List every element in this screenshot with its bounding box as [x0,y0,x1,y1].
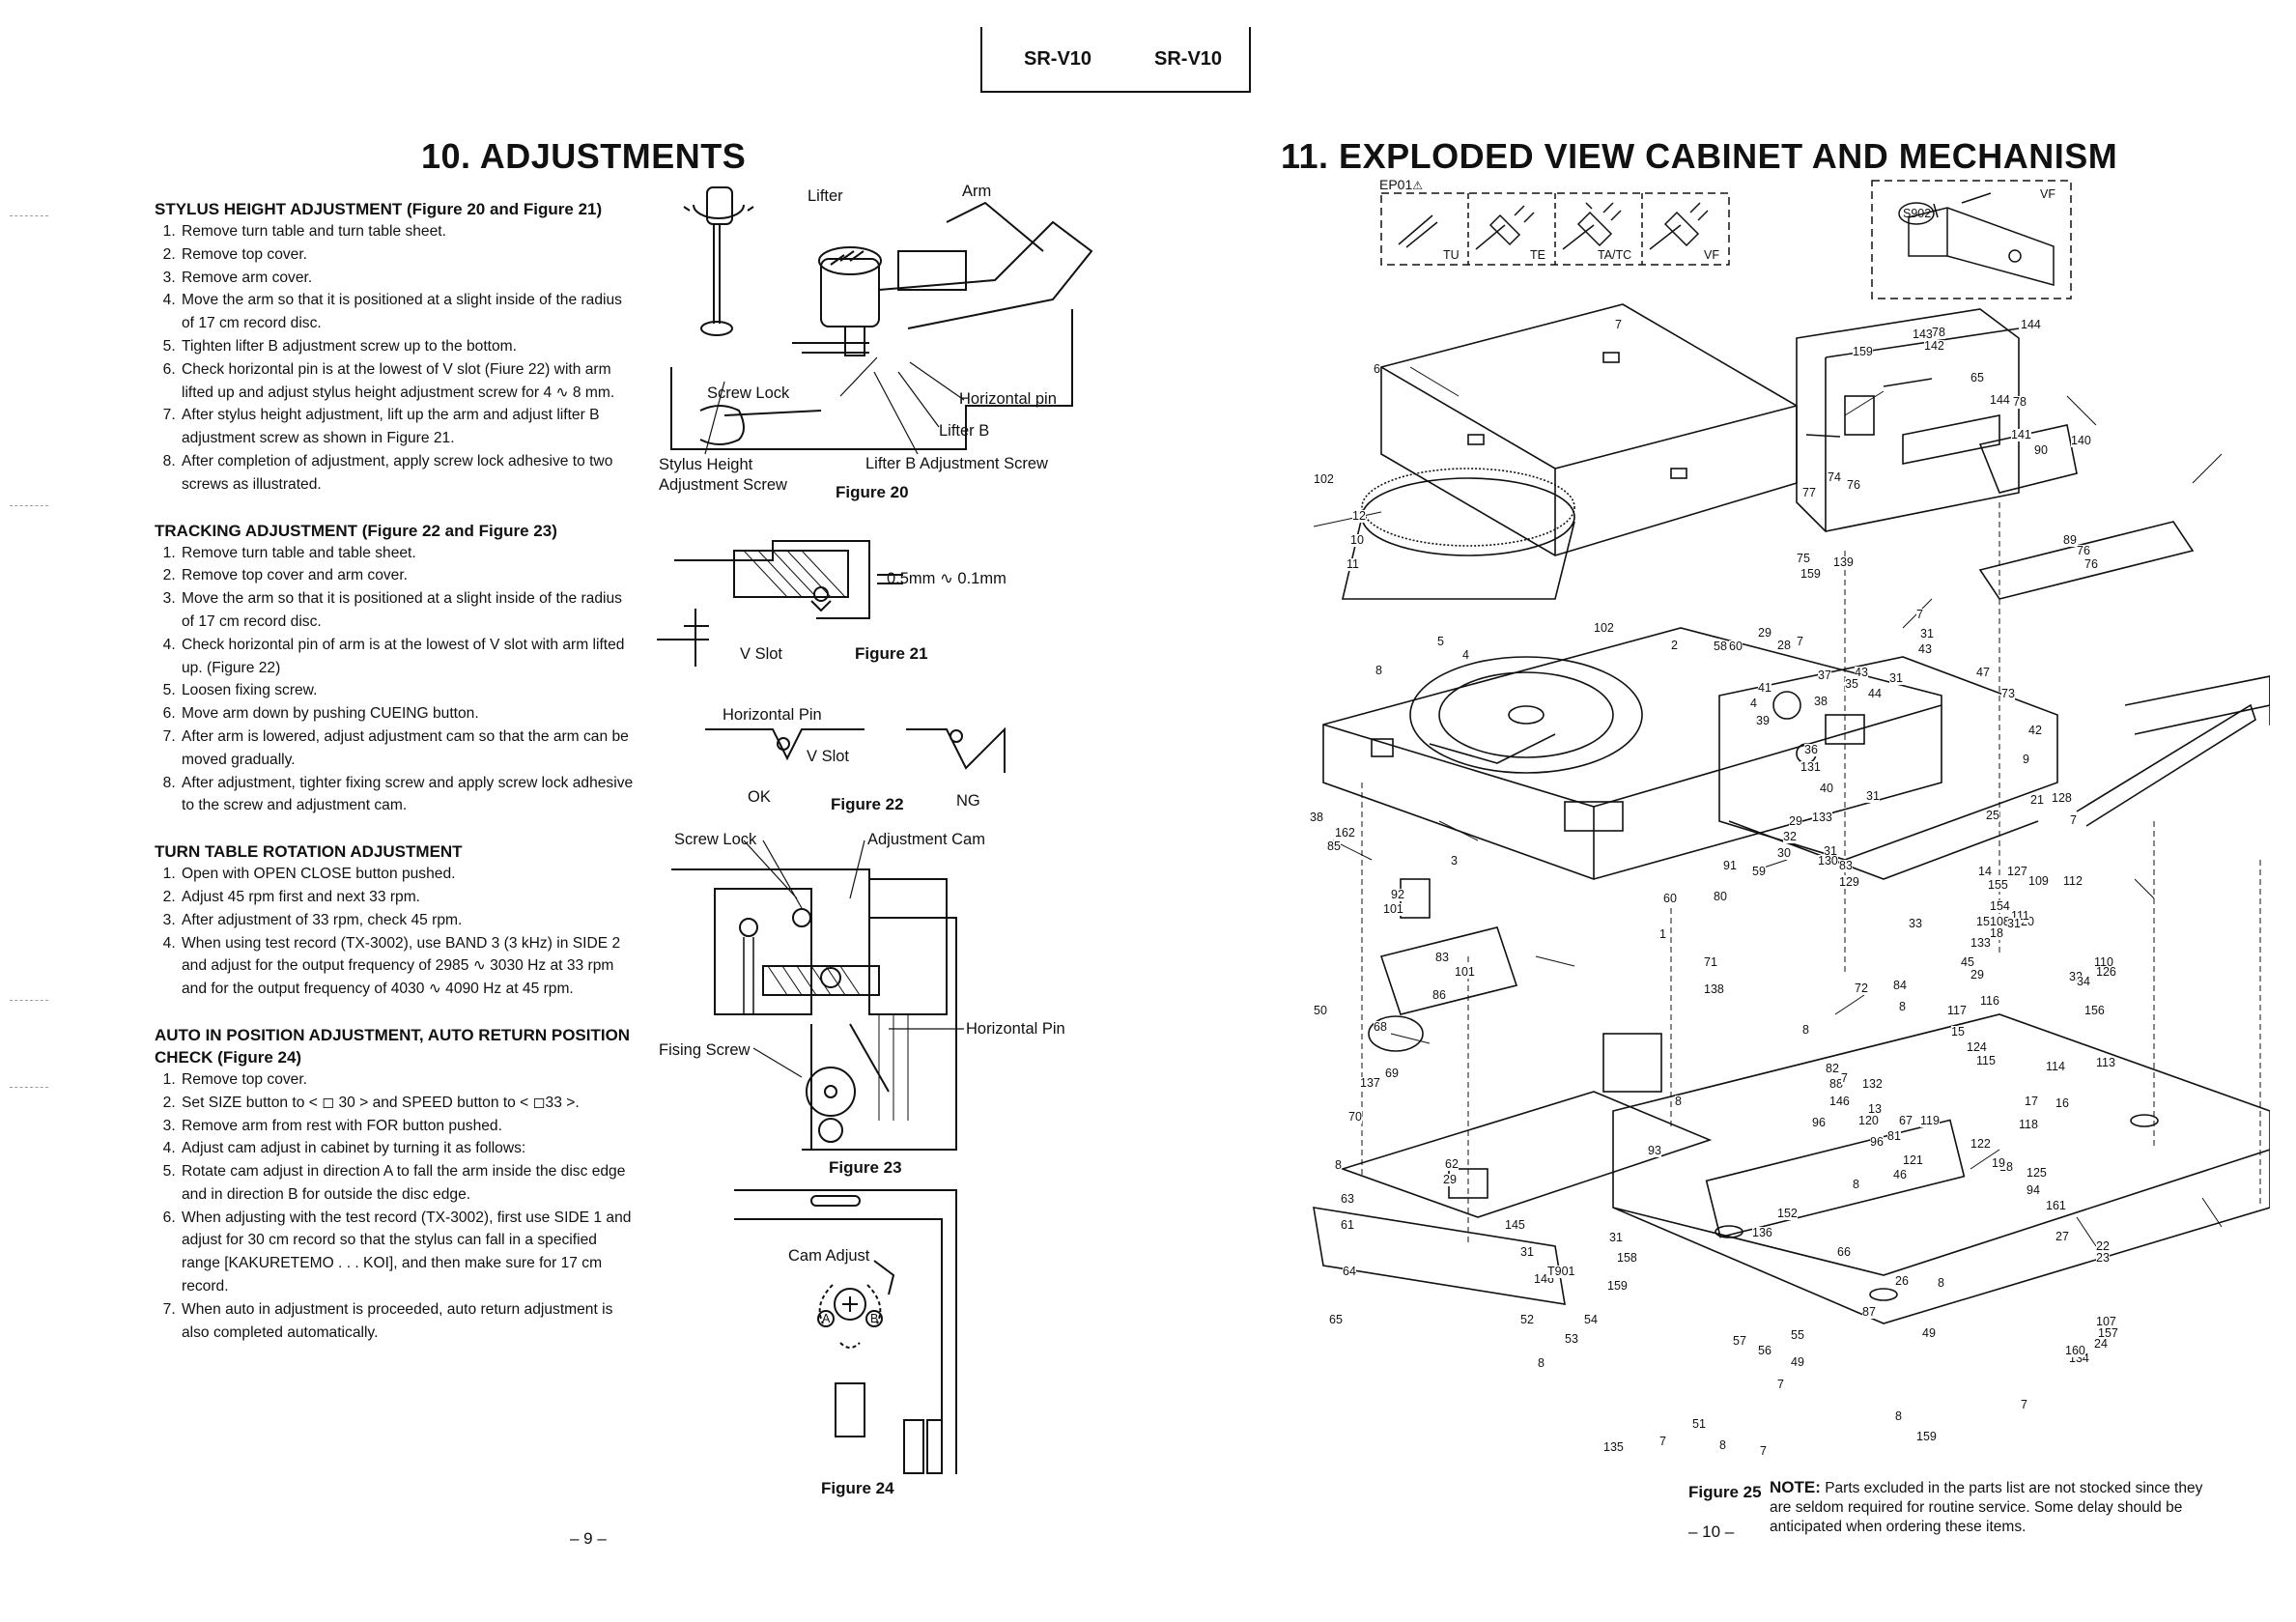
step-item: Tighten lifter B adjustment screw up to … [180,335,636,358]
auto-position-steps: Remove top cover. Set SIZE button to < ◻… [155,1068,636,1345]
svg-text:Adjustment Screw: Adjustment Screw [659,476,787,494]
adjustments-title: 10. ADJUSTMENTS [421,136,747,176]
step-item: Check horizontal pin is at the lowest of… [180,358,636,405]
mechanism-plate [1718,656,2058,880]
svg-text:Screw Lock: Screw Lock [674,831,757,848]
exploded-view-diagram [1313,303,2270,1324]
svg-text:Lifter: Lifter [808,187,843,205]
svg-text:Figure 22: Figure 22 [831,795,904,813]
header-model-right: SR-V10 [1154,48,1223,70]
svg-text:Arm: Arm [962,183,991,200]
header-model-left: SR-V10 [1024,48,1092,70]
page-number-left: – 9 – [570,1529,607,1548]
inset-tag: EP01⚠ [1379,177,1424,192]
step-item: Move arm down by pushing CUEING button. [180,702,636,726]
svg-text:Adjustment Cam: Adjustment Cam [867,831,985,848]
figure-23-drawing [671,868,957,1151]
section-heading: STYLUS HEIGHT ADJUSTMENT (Figure 20 and … [155,200,603,218]
svg-text:S902: S902 [1903,207,1931,220]
figure-22-drawing [705,726,1006,773]
svg-text:TE: TE [1530,248,1545,262]
lower-left-assembly [1313,878,1713,1305]
svg-text:TA/TC: TA/TC [1598,248,1631,262]
platter [1341,468,1575,600]
step-item: When adjusting with the test record (TX-… [180,1207,636,1298]
step-item: Loosen fixing screw. [180,679,636,702]
section-heading: TURN TABLE ROTATION ADJUSTMENT [155,842,463,862]
adjustments-text-column: STYLUS HEIGHT ADJUSTMENT (Figure 20 and … [155,198,636,1344]
bottom-plate [1612,1013,2270,1324]
margin-marks [0,198,58,1088]
svg-text:0.5mm ∿ 0.1mm: 0.5mm ∿ 0.1mm [887,570,1006,587]
note-label: NOTE: [1770,1478,1821,1496]
svg-text:B: B [870,1312,878,1325]
svg-text:TU: TU [1443,248,1460,262]
step-item: Remove turn table and turn table sheet. [180,220,636,243]
step-item: Open with OPEN CLOSE button pushed. [180,863,636,886]
svg-text:OK: OK [748,788,771,806]
alignment-lines [1361,502,2261,1246]
step-item: After arm is lowered, adjust adjustment … [180,726,636,772]
stylus-height-steps: Remove turn table and turn table sheet. … [155,220,636,497]
step-item: Remove top cover. [180,1068,636,1092]
svg-text:Screw Lock: Screw Lock [707,384,790,402]
top-cover [1380,303,1798,556]
step-item: Rotate cam adjust in direction A to fall… [180,1160,636,1207]
step-item: Remove turn table and table sheet. [180,542,636,565]
figure-25-caption: Figure 25 [1688,1483,1762,1501]
figure-24-drawing [734,1189,957,1474]
step-item: Set SIZE button to < ◻ 30 > and SPEED bu… [180,1092,636,1115]
svg-text:Horizontal pin: Horizontal pin [959,390,1057,408]
step-item: Remove top cover. [180,243,636,267]
svg-text:Figure 23: Figure 23 [829,1158,902,1177]
section-heading: AUTO IN POSITION ADJUSTMENT, AUTO RETURN… [155,1025,631,1067]
cabinet [1322,627,1942,880]
exploded-view-title: 11. EXPLODED VIEW CABINET AND MECHANISM [1281,136,2118,176]
svg-text:Lifter B: Lifter B [939,422,989,440]
step-item: Move the arm so that it is positioned at… [180,289,636,335]
tracking-steps: Remove turn table and table sheet. Remov… [155,542,636,818]
svg-text:Fising Screw: Fising Screw [659,1041,751,1059]
figure-21-drawing [657,540,903,667]
turntable-rotation-steps: Open with OPEN CLOSE button pushed. Adju… [155,863,636,1001]
svg-text:Figure 21: Figure 21 [855,644,928,663]
note-text: Parts excluded in the parts list are not… [1770,1480,2203,1535]
figure-20-drawing [670,186,1093,450]
page-header-box [980,27,1251,93]
svg-text:Horizontal Pin: Horizontal Pin [966,1020,1065,1038]
svg-text:VF: VF [2040,187,2055,201]
svg-text:V Slot: V Slot [740,645,782,663]
step-item: When using test record (TX-3002), use BA… [180,932,636,1001]
svg-text:V Slot: V Slot [807,748,849,765]
step-item: After adjustment of 33 rpm, check 45 rpm… [180,909,636,932]
svg-text:Figure 20: Figure 20 [836,483,909,501]
step-item: Move the arm so that it is positioned at… [180,587,636,634]
tonearm [1978,521,2270,827]
svg-text:A: A [822,1312,831,1325]
adjustment-figures: Lifter Arm Screw Lock Horizontal pin Lif… [657,183,1093,1497]
step-item: Adjust 45 rpm first and next 33 rpm. [180,886,636,909]
section-heading: TRACKING ADJUSTMENT (Figure 22 and Figur… [155,521,557,540]
svg-text:Lifter B Adjustment Screw: Lifter B Adjustment Screw [865,455,1048,472]
parts-note: NOTE: Parts excluded in the parts list a… [1770,1478,2204,1537]
step-item: Adjust cam adjust in cabinet by turning … [180,1137,636,1160]
svg-text:NG: NG [956,792,980,810]
step-item: After stylus height adjustment, lift up … [180,404,636,450]
vf-inset: VF S902 [1871,180,2072,299]
step-item: When auto in adjustment is proceeded, au… [180,1298,636,1345]
step-item: Check horizontal pin of arm is at the lo… [180,634,636,680]
svg-text:VF: VF [1704,248,1719,262]
svg-text:Figure 24: Figure 24 [821,1479,894,1497]
step-item: Remove arm from rest with FOR button pus… [180,1115,636,1138]
plug-variants-inset: TU TE TA/TC VF [1380,192,1730,266]
rear-frame [1796,308,2078,532]
svg-text:Stylus Height: Stylus Height [659,456,753,473]
page-number-right: – 10 – [1688,1522,1735,1541]
step-item: Remove top cover and arm cover. [180,564,636,587]
step-item: Remove arm cover. [180,267,636,290]
step-item: After completion of adjustment, apply sc… [180,450,636,497]
step-item: After adjustment, tighter fixing screw a… [180,772,636,818]
svg-text:Horizontal Pin: Horizontal Pin [723,706,822,724]
svg-text:Cam Adjust: Cam Adjust [788,1247,870,1265]
